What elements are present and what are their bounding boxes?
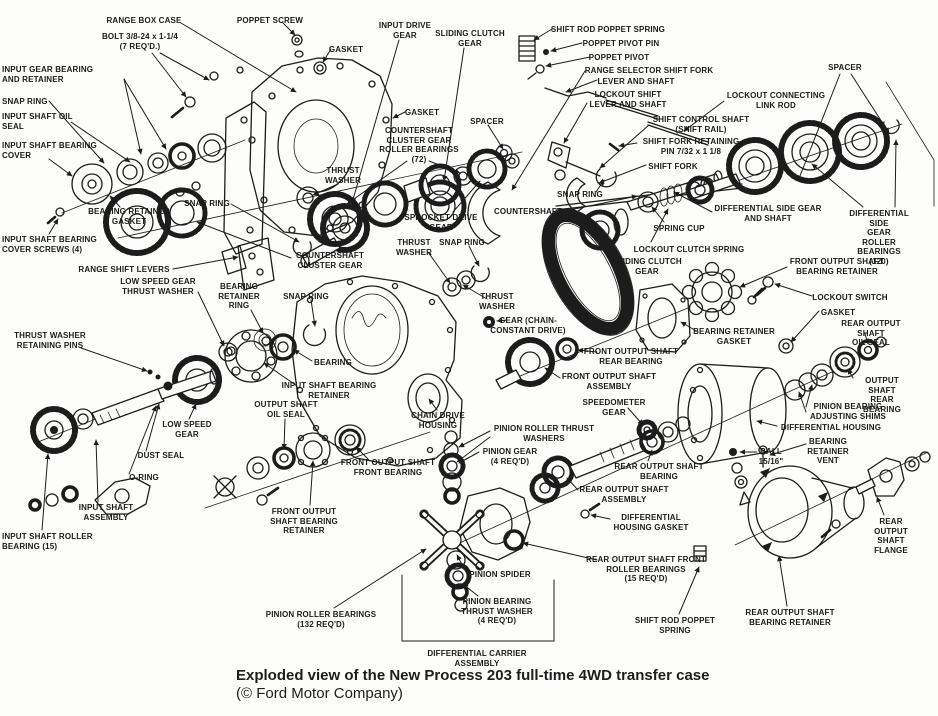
caption-credit: (© Ford Motor Company)	[236, 685, 403, 702]
input-gear-bearing-stack	[46, 133, 227, 225]
figure-caption: Exploded view of the New Process 203 ful…	[236, 667, 710, 703]
input-shaft-parts	[30, 367, 219, 454]
mainshaft-bearing-parts	[147, 324, 327, 405]
front-output-gear-parts	[483, 261, 767, 441]
housing-logo-mark	[351, 311, 387, 327]
leader-lines	[41, 22, 899, 642]
differential-carrier-parts	[419, 430, 561, 612]
front-output-lower-parts	[28, 424, 366, 515]
differential-side-gear-parts	[685, 112, 900, 205]
drive-chain-part	[541, 208, 635, 336]
countershaft-cluster-parts	[103, 144, 520, 297]
rear-output-shaft-parts	[541, 416, 691, 519]
rear-bearing-retainer-parts	[693, 451, 931, 562]
caption-title: Exploded view of the New Process 203 ful…	[236, 667, 710, 684]
differential-housing-parts	[677, 336, 887, 506]
chain-drive-housing-part	[291, 275, 463, 467]
